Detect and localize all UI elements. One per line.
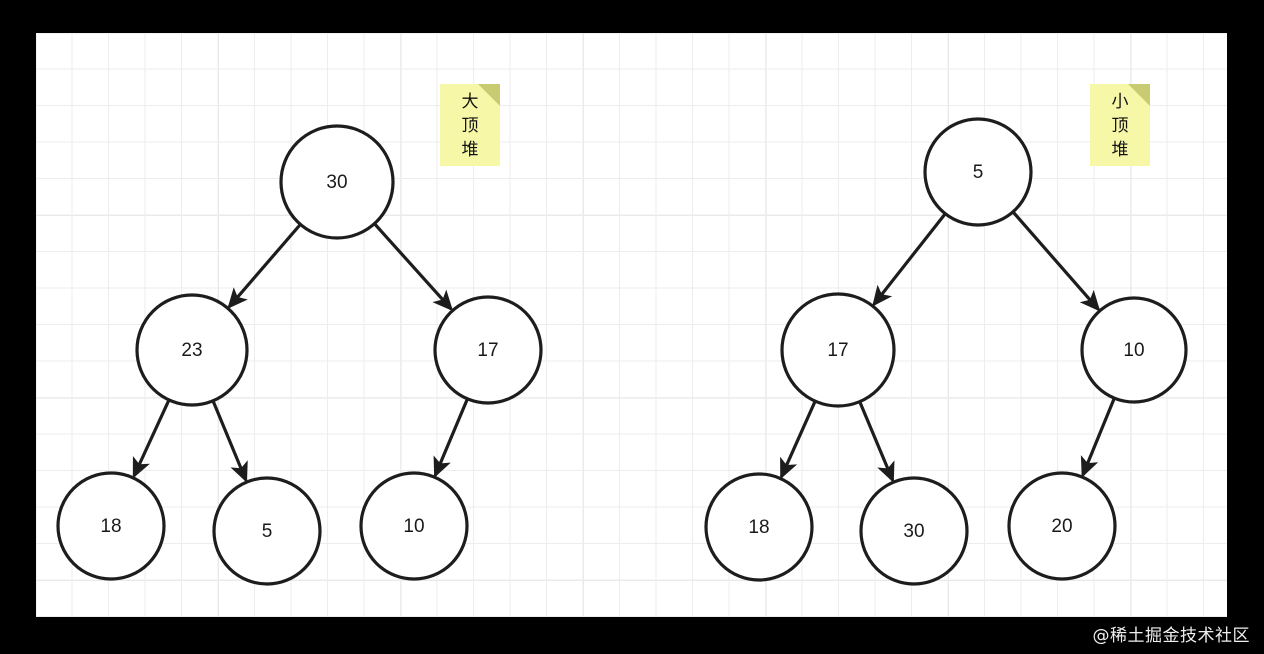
nodes-layer: 30 23 17 18 5 10 5 17 10 18 30 20 — [56, 117, 1188, 586]
tree-node[interactable]: 10 — [359, 471, 469, 581]
tree-node[interactable]: 18 — [56, 471, 166, 581]
tree-node[interactable]: 18 — [704, 472, 814, 582]
page-fold-icon — [478, 84, 500, 106]
tree-node-circle — [56, 471, 166, 581]
tree-node-label: 30 — [326, 172, 347, 193]
tree-node-circle — [212, 476, 322, 586]
tree-node-circle — [1080, 296, 1188, 404]
tree-node-label: 20 — [1051, 516, 1072, 537]
sticky-note-min-heap: 小 顶 堆 — [1090, 84, 1150, 166]
tree-node[interactable]: 23 — [135, 293, 249, 407]
diagram-canvas: 30 23 17 18 5 10 5 17 10 18 30 20 大 顶 堆 小 顶 堆 — [36, 33, 1227, 617]
tree-node-circle — [359, 471, 469, 581]
sticky-note-max-heap-label: 大 顶 堆 — [461, 92, 479, 160]
tree-node-circle — [279, 124, 395, 240]
tree-node-label: 5 — [262, 521, 273, 542]
tree-node-circle — [704, 472, 814, 582]
tree-node[interactable]: 5 — [212, 476, 322, 586]
tree-node-label: 23 — [181, 340, 202, 361]
tree-node-label: 10 — [403, 516, 424, 537]
sticky-note-max-heap: 大 顶 堆 — [440, 84, 500, 166]
page-fold-icon — [1128, 84, 1150, 106]
tree-node-circle — [135, 293, 249, 407]
sticky-note-min-heap-label: 小 顶 堆 — [1111, 92, 1129, 160]
tree-node[interactable]: 17 — [433, 295, 543, 405]
tree-drawing-layer: 30 23 17 18 5 10 5 17 10 18 30 20 — [56, 117, 1188, 586]
tree-node-label: 17 — [477, 340, 498, 361]
tree-node-circle — [780, 292, 896, 408]
tree-node[interactable]: 17 — [780, 292, 896, 408]
tree-node-label: 18 — [748, 517, 769, 538]
edges-layer — [132, 191, 1126, 483]
tree-node-label: 10 — [1123, 340, 1144, 361]
tree-node-circle — [859, 476, 969, 586]
tree-node-label: 5 — [973, 162, 984, 183]
tree-node-label: 30 — [903, 521, 924, 542]
tree-node-label: 18 — [100, 516, 121, 537]
tree-node[interactable]: 30 — [279, 124, 395, 240]
tree-node-label: 17 — [827, 340, 848, 361]
tree-node-circle — [1007, 471, 1117, 581]
tree-node[interactable]: 5 — [923, 117, 1033, 227]
tree-node[interactable]: 30 — [859, 476, 969, 586]
tree-node-circle — [923, 117, 1033, 227]
tree-node-circle — [433, 295, 543, 405]
tree-node[interactable]: 10 — [1080, 296, 1188, 404]
watermark: @稀土掘金技术社区 — [1092, 626, 1250, 646]
tree-node[interactable]: 20 — [1007, 471, 1117, 581]
